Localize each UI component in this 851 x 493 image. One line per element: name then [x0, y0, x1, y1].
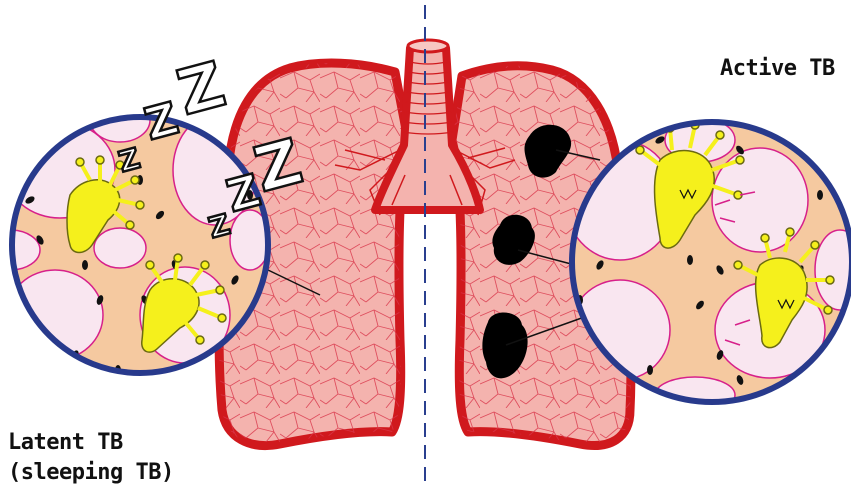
- latent-tb-label: Latent TB (sleeping TB): [8, 428, 174, 488]
- sleep-z-3: Z: [170, 47, 232, 129]
- latent-tb-title: Latent TB: [8, 428, 174, 458]
- active-tb-label: Active TB: [720, 56, 835, 81]
- latent-tb-subtitle: (sleeping TB): [8, 458, 174, 488]
